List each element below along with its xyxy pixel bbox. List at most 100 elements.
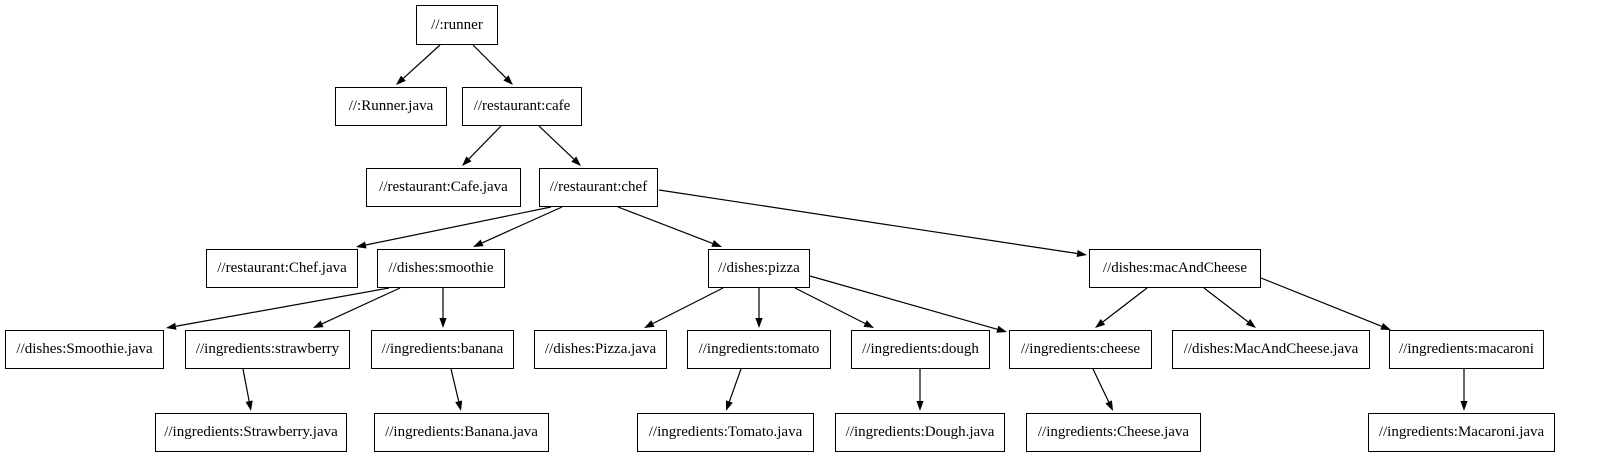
graph-edge-dishes_macandcheese-to-dishes_macandcheese_java bbox=[1203, 287, 1256, 328]
graph-edge-restaurant_cafe-to-restaurant_chef bbox=[538, 125, 581, 166]
edge-line bbox=[481, 206, 563, 244]
edge-line bbox=[658, 189, 1078, 255]
edge-arrowhead bbox=[245, 400, 253, 411]
edge-line bbox=[652, 287, 724, 325]
graph-node-ing_strawberry_java[interactable]: //ingredients:Strawberry.java bbox=[155, 413, 347, 452]
graph-edge-dishes_smoothie-to-dishes_smoothie_java bbox=[166, 287, 390, 330]
graph-node-label: //ingredients:cheese bbox=[1020, 341, 1141, 357]
graph-node-label: //ingredients:Banana.java bbox=[385, 424, 538, 440]
edge-arrowhead bbox=[725, 400, 733, 411]
graph-node-ing_banana_java[interactable]: //ingredients:Banana.java bbox=[374, 413, 549, 452]
graph-node-ing_macaroni_java[interactable]: //ingredients:Macaroni.java bbox=[1368, 413, 1555, 452]
edge-arrowhead bbox=[462, 156, 472, 166]
edge-line bbox=[809, 275, 998, 330]
graph-node-ing_dough[interactable]: //ingredients:dough bbox=[851, 330, 990, 369]
edge-arrowhead bbox=[473, 239, 484, 247]
edge-arrowhead bbox=[644, 320, 655, 328]
edge-arrowhead bbox=[755, 318, 763, 328]
edge-arrowhead bbox=[996, 325, 1007, 333]
edge-line bbox=[365, 206, 552, 246]
graph-node-dishes_pizza_java[interactable]: //dishes:Pizza.java bbox=[534, 330, 667, 369]
graph-node-label: //ingredients:banana bbox=[381, 341, 504, 357]
graph-node-ing_strawberry[interactable]: //ingredients:strawberry bbox=[185, 330, 350, 369]
graph-edge-runner-to-restaurant_cafe bbox=[472, 44, 513, 85]
edge-arrowhead bbox=[1095, 319, 1106, 328]
edge-line bbox=[321, 287, 401, 325]
graph-node-label: //dishes:macAndCheese bbox=[1102, 260, 1248, 276]
graph-node-label: //dishes:pizza bbox=[718, 260, 800, 276]
edge-arrowhead bbox=[1460, 401, 1468, 411]
graph-edge-dishes_smoothie-to-ing_banana bbox=[439, 288, 447, 328]
graph-node-label: //ingredients:dough bbox=[862, 341, 979, 357]
graph-node-label: //dishes:Smoothie.java bbox=[16, 341, 153, 357]
edge-line bbox=[1260, 277, 1382, 327]
edge-arrowhead bbox=[711, 240, 722, 247]
graph-edge-dishes_pizza-to-dishes_pizza_java bbox=[644, 287, 724, 328]
graph-node-restaurant_cafe[interactable]: //restaurant:cafe bbox=[462, 87, 582, 126]
graph-edge-ing_tomato-to-ing_tomato_java bbox=[725, 368, 742, 411]
graph-node-label: //:Runner.java bbox=[348, 98, 434, 114]
graph-node-runner_java[interactable]: //:Runner.java bbox=[335, 87, 447, 126]
graph-node-label: //ingredients:tomato bbox=[698, 341, 820, 357]
graph-node-label: //dishes:smoothie bbox=[388, 260, 494, 276]
graph-node-dishes_smoothie_java[interactable]: //dishes:Smoothie.java bbox=[5, 330, 164, 369]
edge-arrowhead bbox=[1076, 249, 1087, 258]
edge-arrowhead bbox=[863, 320, 874, 328]
edge-arrowhead bbox=[356, 241, 367, 249]
edge-line bbox=[472, 44, 507, 79]
graph-edge-ing_banana-to-ing_banana_java bbox=[450, 368, 463, 411]
graph-node-dishes_smoothie[interactable]: //dishes:smoothie bbox=[377, 249, 505, 288]
graph-edge-runner-to-runner_java bbox=[396, 44, 441, 85]
graph-node-ing_banana[interactable]: //ingredients:banana bbox=[371, 330, 514, 369]
edge-line bbox=[538, 125, 575, 160]
graph-node-dishes_macandcheese[interactable]: //dishes:macAndCheese bbox=[1089, 249, 1261, 288]
graph-node-restaurant_chef_java[interactable]: //restaurant:Chef.java bbox=[206, 249, 358, 288]
graph-node-label: //ingredients:Macaroni.java bbox=[1378, 424, 1545, 440]
graph-node-dishes_pizza[interactable]: //dishes:pizza bbox=[708, 249, 810, 288]
graph-node-label: //ingredients:Dough.java bbox=[845, 424, 995, 440]
graph-node-label: //restaurant:cafe bbox=[473, 98, 571, 114]
edge-arrowhead bbox=[313, 320, 324, 328]
graph-node-ing_macaroni[interactable]: //ingredients:macaroni bbox=[1389, 330, 1544, 369]
graph-node-label: //ingredients:macaroni bbox=[1399, 341, 1534, 357]
graph-edge-ing_cheese-to-ing_cheese_java bbox=[1092, 368, 1113, 411]
graph-node-restaurant_chef[interactable]: //restaurant:chef bbox=[539, 168, 658, 207]
graph-node-ing_tomato_java[interactable]: //ingredients:Tomato.java bbox=[637, 413, 814, 452]
graph-node-label: //restaurant:chef bbox=[549, 179, 648, 195]
graph-node-label: //ingredients:Strawberry.java bbox=[164, 424, 338, 440]
graph-edge-dishes_smoothie-to-ing_strawberry bbox=[313, 287, 401, 328]
edge-line bbox=[1203, 287, 1249, 323]
graph-node-dishes_macandcheese_java[interactable]: //dishes:MacAndCheese.java bbox=[1172, 330, 1370, 369]
edge-arrowhead bbox=[916, 401, 924, 411]
graph-edge-restaurant_chef-to-restaurant_chef_java bbox=[356, 206, 552, 249]
graph-edge-dishes_macandcheese-to-ing_cheese bbox=[1095, 287, 1148, 328]
graph-node-restaurant_cafe_java[interactable]: //restaurant:Cafe.java bbox=[366, 168, 521, 207]
edge-arrowhead bbox=[571, 156, 581, 166]
edge-line bbox=[1092, 368, 1110, 403]
edge-arrowhead bbox=[455, 400, 463, 411]
graph-node-ing_dough_java[interactable]: //ingredients:Dough.java bbox=[835, 413, 1005, 452]
graph-node-label: //ingredients:Tomato.java bbox=[648, 424, 803, 440]
graph-edge-ing_strawberry-to-ing_strawberry_java bbox=[242, 368, 253, 411]
graph-edge-dishes_pizza-to-ing_tomato bbox=[755, 288, 763, 328]
graph-edge-dishes_pizza-to-ing_cheese bbox=[809, 275, 1007, 333]
graph-node-ing_cheese[interactable]: //ingredients:cheese bbox=[1009, 330, 1152, 369]
graph-edge-dishes_macandcheese-to-ing_macaroni bbox=[1260, 277, 1391, 330]
edge-line bbox=[728, 368, 742, 402]
graph-node-ing_tomato[interactable]: //ingredients:tomato bbox=[687, 330, 831, 369]
edge-line bbox=[402, 44, 441, 79]
graph-edge-restaurant_chef-to-dishes_macandcheese bbox=[658, 189, 1087, 258]
edge-arrowhead bbox=[439, 318, 447, 328]
edge-line bbox=[794, 287, 866, 325]
edge-line bbox=[242, 368, 250, 402]
graph-edge-restaurant_cafe-to-restaurant_cafe_java bbox=[462, 125, 502, 166]
edge-line bbox=[450, 368, 460, 402]
graph-node-runner[interactable]: //:runner bbox=[416, 5, 498, 45]
graph-node-label: //dishes:MacAndCheese.java bbox=[1183, 341, 1359, 357]
graph-node-ing_cheese_java[interactable]: //ingredients:Cheese.java bbox=[1026, 413, 1201, 452]
edge-line bbox=[468, 125, 502, 160]
edge-line bbox=[617, 206, 713, 244]
edge-arrowhead bbox=[503, 75, 513, 85]
